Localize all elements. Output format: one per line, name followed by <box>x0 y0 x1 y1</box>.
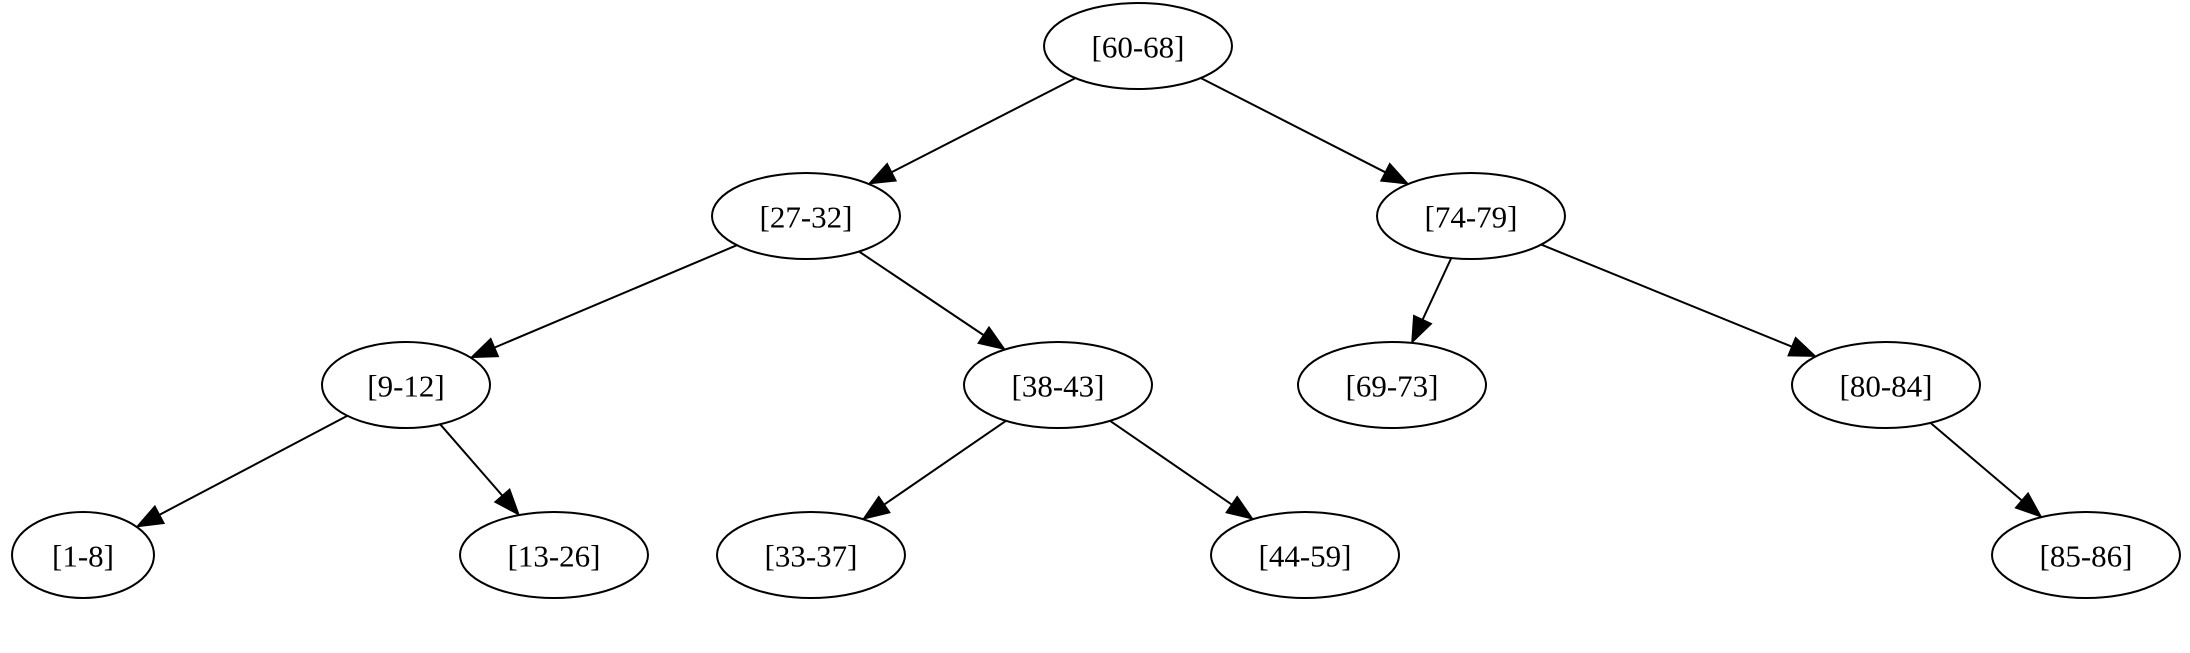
arrowhead-icon <box>861 495 891 520</box>
arrowhead-icon <box>135 504 166 528</box>
tree-node: [60-68] <box>1043 2 1233 90</box>
node-ellipse <box>321 341 491 429</box>
node-label: [1-8] <box>52 539 114 574</box>
tree-node: [80-84] <box>1791 341 1981 429</box>
tree-node: [9-12] <box>321 341 491 429</box>
edge-n27-n9 <box>494 244 738 349</box>
tree-node: [13-26] <box>459 511 649 599</box>
arrowhead-icon <box>1225 495 1255 520</box>
node-label: [74-79] <box>1425 200 1518 235</box>
node-ellipse <box>1043 2 1233 90</box>
tree-node: [1-8] <box>11 511 155 599</box>
edge-n27-n38 <box>858 250 984 336</box>
node-ellipse <box>716 511 906 599</box>
edge-n60-n74 <box>1200 77 1386 174</box>
node-label: [9-12] <box>367 369 444 404</box>
node-ellipse <box>1991 511 2181 599</box>
arrowhead-icon <box>493 488 521 517</box>
tree-node: [74-79] <box>1376 172 1566 260</box>
tree-node: [33-37] <box>716 511 906 599</box>
node-label: [33-37] <box>765 539 858 574</box>
node-label: [44-59] <box>1259 539 1352 574</box>
node-ellipse <box>459 511 649 599</box>
node-ellipse <box>1210 511 1400 599</box>
node-label: [27-32] <box>760 200 853 235</box>
arrowhead-icon <box>867 162 898 185</box>
node-label: [38-43] <box>1012 369 1105 404</box>
tree-node: [85-86] <box>1991 511 2181 599</box>
edge-n9-n13 <box>439 423 503 497</box>
edge-n60-n27 <box>891 77 1076 173</box>
edge-n80-n85 <box>1929 422 2023 502</box>
node-label: [85-86] <box>2040 539 2133 574</box>
edge-n74-n80 <box>1540 243 1793 348</box>
arrowhead-icon <box>1787 336 1818 357</box>
node-ellipse <box>1297 341 1487 429</box>
tree-node: [27-32] <box>711 172 901 260</box>
arrowhead-icon <box>2014 491 2043 519</box>
tree-node: [44-59] <box>1210 511 1400 599</box>
arrowhead-icon <box>469 337 500 359</box>
node-ellipse <box>711 172 901 260</box>
edge-n74-n69 <box>1421 257 1453 320</box>
node-label: [80-84] <box>1840 369 1933 404</box>
edge-n9-n1 <box>159 414 348 516</box>
node-ellipse <box>11 511 155 599</box>
node-label: [60-68] <box>1092 30 1185 65</box>
arrowhead-icon <box>1379 162 1410 185</box>
edges-layer <box>135 77 2043 528</box>
tree-node: [38-43] <box>963 341 1153 429</box>
node-label: [69-73] <box>1346 369 1439 404</box>
node-ellipse <box>963 341 1153 429</box>
nodes-layer: [60-68] [27-32] [74-79] [9-12] [38-43] [69-73… <box>11 2 2181 599</box>
node-ellipse <box>1791 341 1981 429</box>
tree-node: [69-73] <box>1297 341 1487 429</box>
node-ellipse <box>1376 172 1566 260</box>
arrowhead-icon <box>1411 314 1433 345</box>
arrowhead-icon <box>977 325 1007 351</box>
edge-n38-n44 <box>1109 419 1233 506</box>
edge-n38-n33 <box>883 419 1007 506</box>
node-label: [13-26] <box>508 539 601 574</box>
